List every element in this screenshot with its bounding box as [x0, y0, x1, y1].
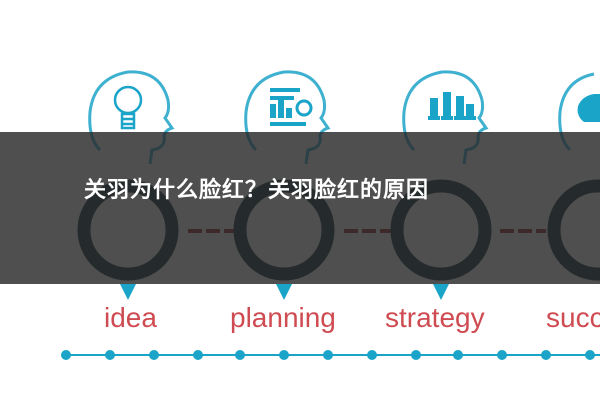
stage-label-planning: planning — [230, 302, 336, 333]
stage-label-strategy: strategy — [385, 302, 485, 333]
timeline — [61, 350, 600, 360]
chess-icon — [428, 92, 476, 120]
stage-label-success: succ — [546, 302, 600, 333]
page-title: 关羽为什么脸红？关羽脸红的原因 — [84, 178, 430, 203]
head-icon — [577, 94, 600, 122]
stage-label-idea: idea — [104, 302, 157, 333]
chart-icon — [270, 88, 313, 126]
lightbulb-icon — [113, 85, 143, 130]
title-banner — [0, 132, 600, 284]
